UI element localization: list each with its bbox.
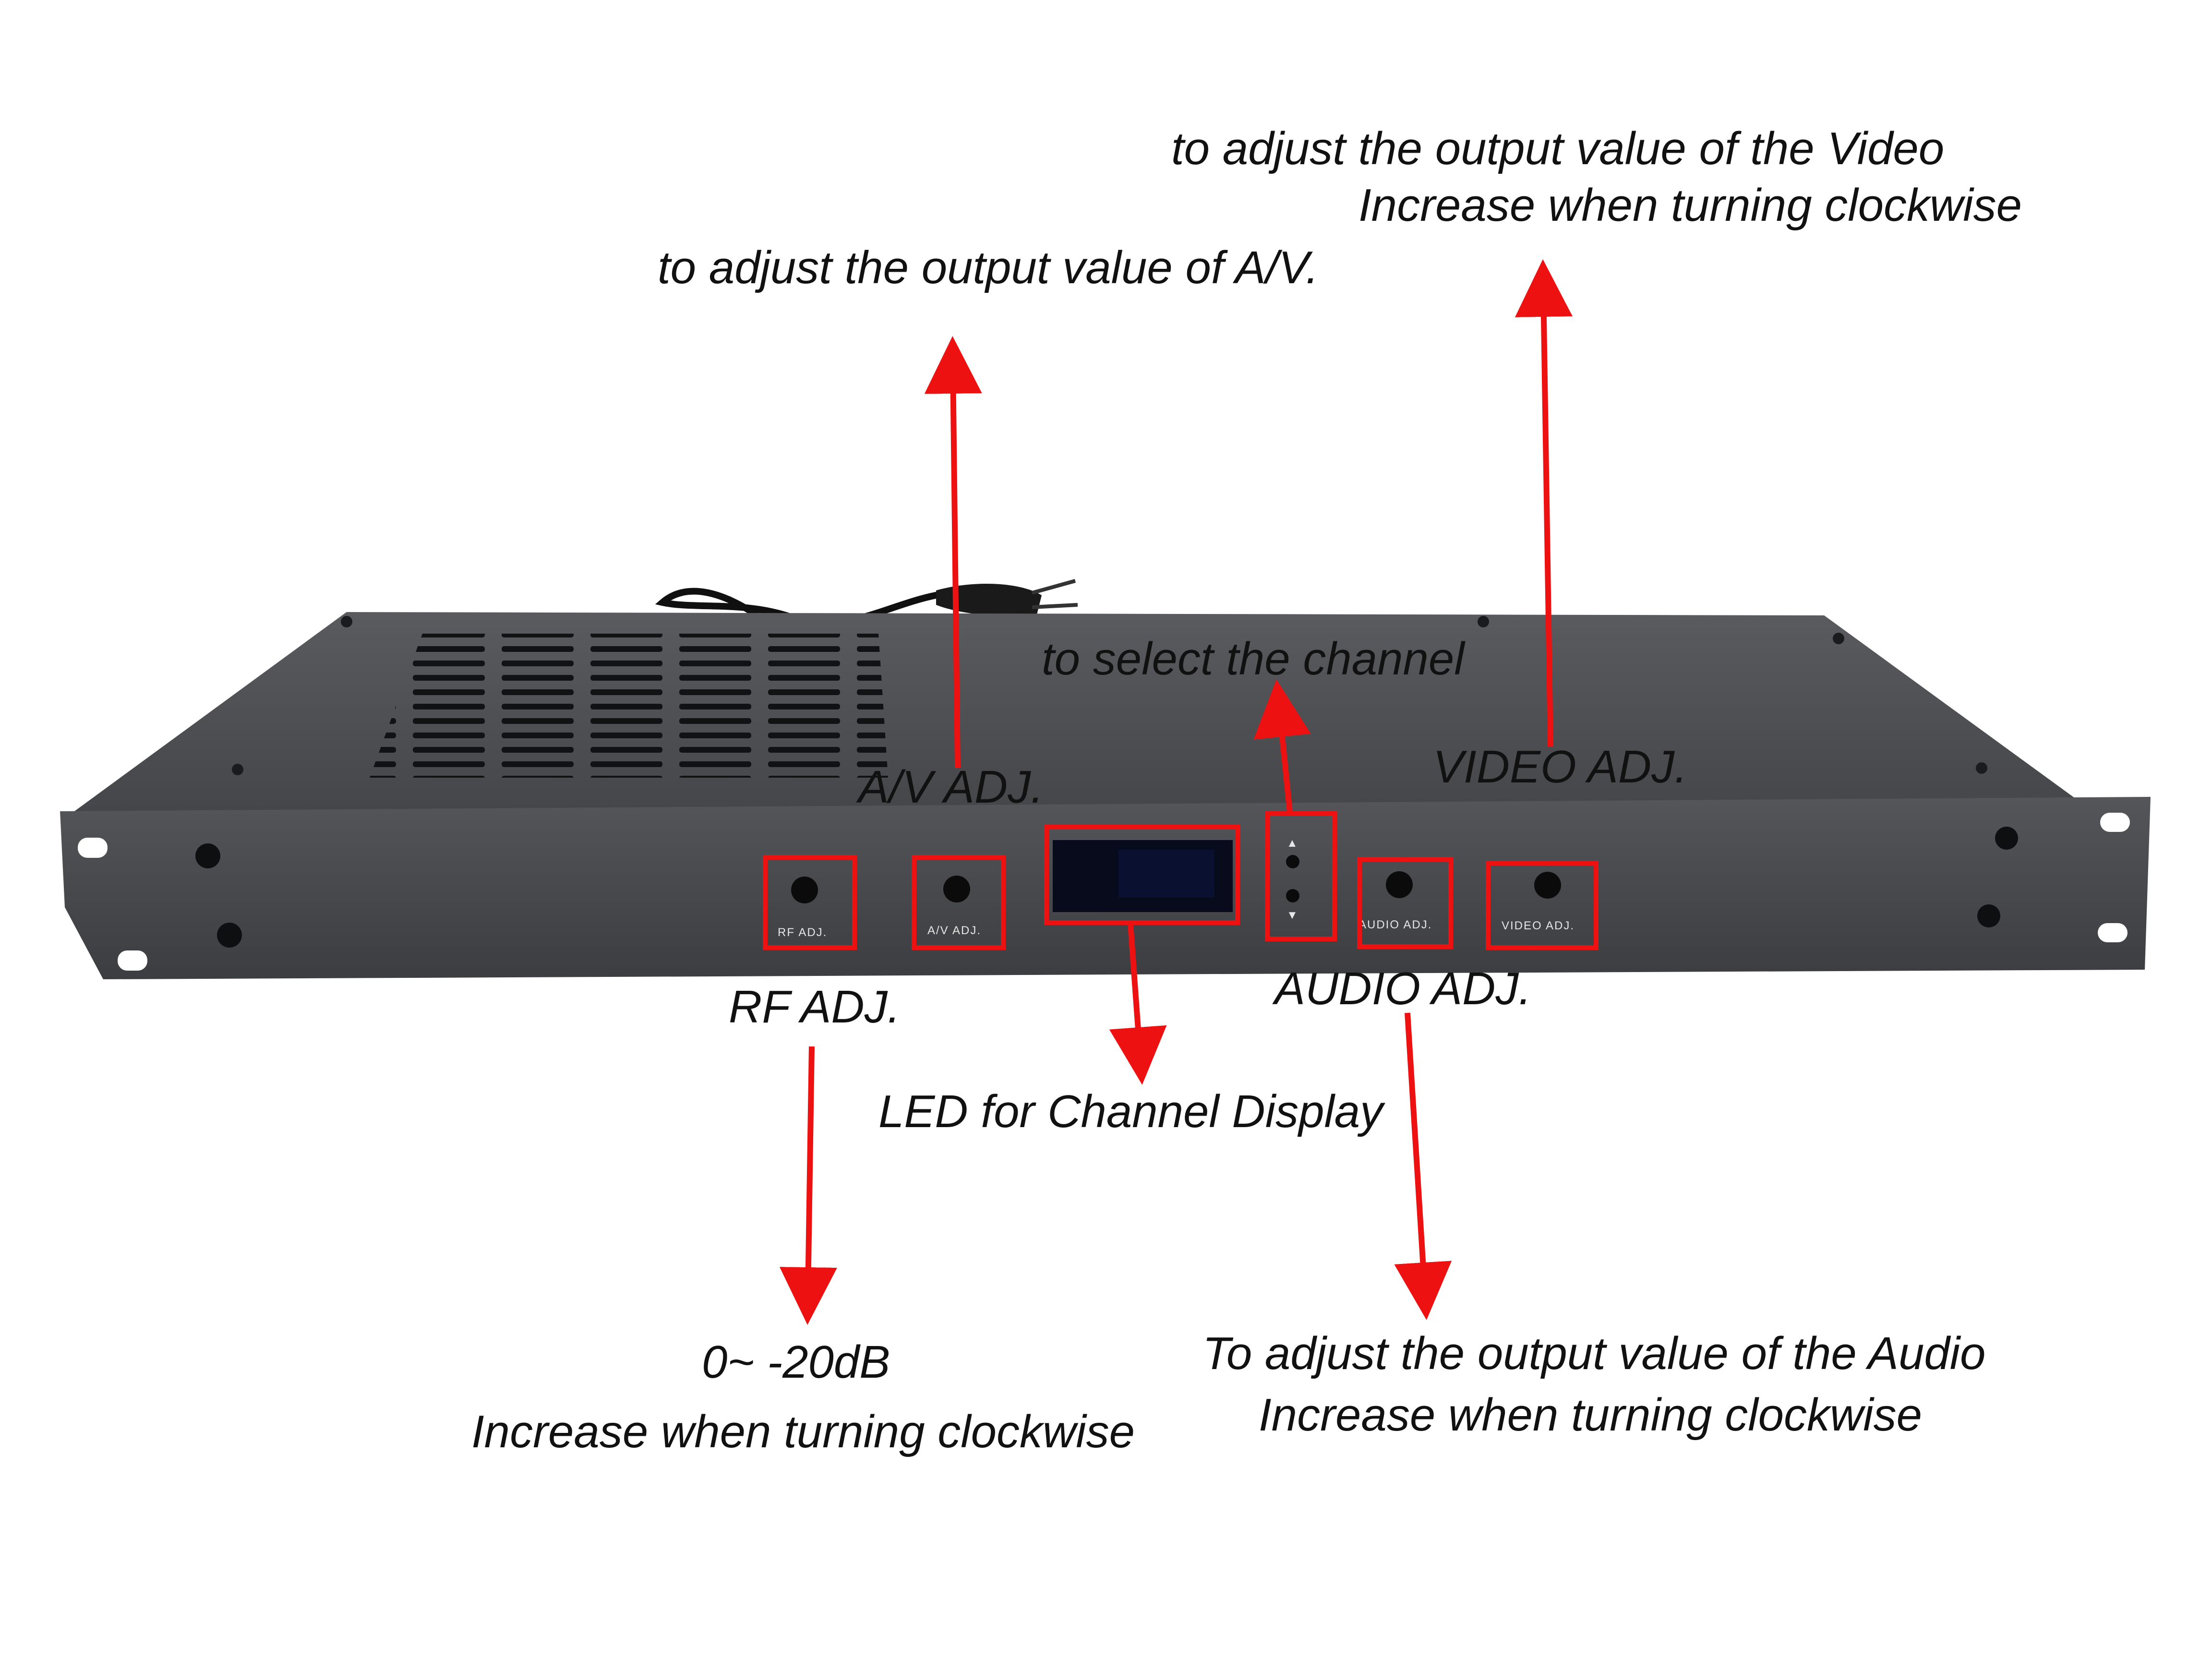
audio-adj-highlight xyxy=(1357,857,1453,949)
channel-down-icon: ▼ xyxy=(1286,909,1299,922)
channel-select-buttons[interactable]: ▲ ▼ xyxy=(1286,837,1299,922)
audio-adj-control[interactable]: AUDIO ADJ. xyxy=(1358,871,1432,931)
callout-arrows xyxy=(779,259,1573,1325)
led-display xyxy=(1053,840,1233,912)
video-adj-highlight xyxy=(1486,861,1599,950)
channel-arrow xyxy=(1253,679,1311,813)
rf-adj-control[interactable]: RF ADJ. xyxy=(778,877,827,939)
av-adj-panel-label: A/V ADJ. xyxy=(927,924,981,937)
av-adj-label: A/V ADJ. xyxy=(858,761,1044,813)
video-description-line2: Increase when turning clockwise xyxy=(1358,180,2022,231)
rf-adj-panel-label: RF ADJ. xyxy=(778,926,827,939)
av-description: to adjust the output value of A/V. xyxy=(658,242,1319,293)
front-screws xyxy=(195,827,2018,948)
video-arrow xyxy=(1515,259,1573,747)
top-screws xyxy=(232,616,1987,775)
video-description-line1: to adjust the output value of the Video xyxy=(1171,123,1945,174)
audio-description-line2: Increase when turning clockwise xyxy=(1259,1389,1923,1441)
video-adj-panel-label: VIDEO ADJ. xyxy=(1502,919,1575,932)
rack-mount-slots xyxy=(78,813,2130,971)
led-display-highlight xyxy=(1044,824,1240,925)
av-adj-highlight xyxy=(912,855,1006,950)
led-description: LED for Channel Display xyxy=(878,1086,1383,1137)
rf-adj-label: RF ADJ. xyxy=(729,981,901,1033)
rf-arrow xyxy=(779,1046,837,1325)
video-adj-label: VIDEO ADJ. xyxy=(1433,741,1687,793)
highlight-boxes xyxy=(763,811,1599,950)
rf-adj-highlight xyxy=(763,855,857,950)
led-arrow xyxy=(1109,924,1167,1085)
audio-adj-panel-label: AUDIO ADJ. xyxy=(1358,918,1432,931)
video-adj-control[interactable]: VIDEO ADJ. xyxy=(1502,872,1575,932)
rf-description: Increase when turning clockwise xyxy=(471,1406,1135,1457)
audio-description-line1: To adjust the output value of the Audio xyxy=(1202,1328,1986,1379)
av-arrow xyxy=(924,336,982,769)
channel-up-button[interactable] xyxy=(1286,855,1299,868)
channel-select-description: to select the channel xyxy=(1042,633,1465,685)
audio-adj-label: AUDIO ADJ. xyxy=(1274,963,1532,1014)
av-adj-control[interactable]: A/V ADJ. xyxy=(927,876,981,937)
channel-up-icon: ▲ xyxy=(1286,837,1299,850)
audio-arrow xyxy=(1394,1012,1452,1320)
rf-range: 0~ -20dB xyxy=(702,1336,890,1388)
vent-grill xyxy=(370,634,888,778)
channel-down-button[interactable] xyxy=(1286,889,1299,902)
channel-buttons-highlight xyxy=(1265,811,1337,941)
